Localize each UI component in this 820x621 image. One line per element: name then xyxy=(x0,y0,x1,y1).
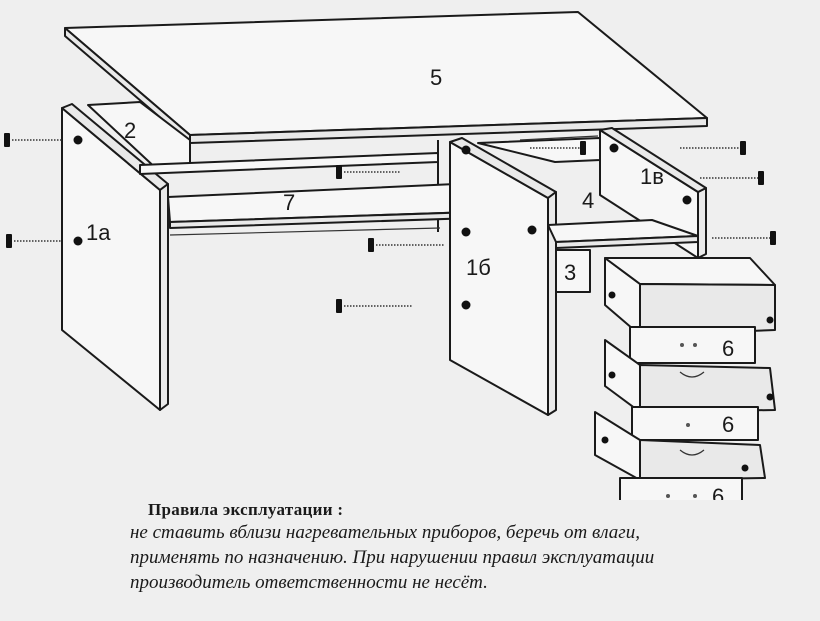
label-side-middle: 1б xyxy=(466,255,491,280)
hole-marker xyxy=(601,436,609,444)
hole-marker xyxy=(461,300,471,310)
screw-icon xyxy=(700,171,764,185)
hole-marker xyxy=(73,236,83,246)
rail-panel xyxy=(555,249,591,293)
hole-marker xyxy=(527,225,537,235)
shelf-rail xyxy=(169,227,441,236)
rules-line-2: применять по назначению. При нарушении п… xyxy=(130,547,655,568)
hole-marker xyxy=(608,371,616,379)
hole-marker xyxy=(461,227,471,237)
drawer-1-front xyxy=(629,326,756,364)
hole-marker xyxy=(666,494,670,498)
label-side-right: 1в xyxy=(640,164,664,189)
label-drawer-front-2: 6 xyxy=(722,412,734,437)
rules-title: Правила эксплуатации : xyxy=(148,500,810,520)
hole-marker xyxy=(73,135,83,145)
right-side-top-edge xyxy=(599,127,707,193)
right-side-front-edge xyxy=(697,187,707,259)
drawer-shelf-edge xyxy=(555,235,699,249)
screw-icon xyxy=(4,133,62,147)
hole-marker xyxy=(680,343,684,347)
screw-icon xyxy=(680,141,746,155)
hole-marker xyxy=(766,393,774,401)
screw-icon xyxy=(712,231,776,245)
drawer-3-bottom xyxy=(639,439,766,481)
drawer-2-bottom xyxy=(639,364,776,413)
hole-marker xyxy=(608,291,616,299)
label-drawer-shelf: 4 xyxy=(582,188,594,213)
back-panel xyxy=(87,101,191,173)
screw-icon xyxy=(6,234,62,248)
label-side-left: 1а xyxy=(86,220,111,245)
hole-marker xyxy=(686,423,690,427)
label-drawer-front-3: 6 xyxy=(712,484,724,500)
hole-marker xyxy=(741,464,749,472)
hole-marker xyxy=(693,343,697,347)
screw-icon xyxy=(336,299,412,313)
hole-marker xyxy=(766,316,774,324)
rules-line-1: не ставить вблизи нагревательных приборо… xyxy=(130,522,640,543)
handle-arc xyxy=(679,371,705,378)
hole-marker xyxy=(609,143,619,153)
label-shelf: 7 xyxy=(283,190,295,215)
label-rail: 3 xyxy=(564,260,576,285)
drawer-2-front xyxy=(631,406,759,441)
rules-line-3: производитель ответственности не несёт. xyxy=(130,572,488,593)
rules-title-suffix: : xyxy=(332,500,344,519)
operating-rules: Правила эксплуатации : не ставить вблизи… xyxy=(130,500,810,595)
label-back-panel: 2 xyxy=(124,118,136,143)
label-top: 5 xyxy=(430,65,442,90)
drawer-1-bottom xyxy=(639,283,776,336)
handle-arc xyxy=(679,449,705,456)
screw-icon xyxy=(368,238,444,252)
left-side-front-edge xyxy=(159,183,169,411)
hole-marker xyxy=(461,145,471,155)
furniture-exploded-view: 5 2 7 1а 1б 1в 4 3 6 6 6 xyxy=(4,11,776,500)
hole-marker xyxy=(682,195,692,205)
frame-line xyxy=(519,135,599,141)
hole-marker xyxy=(693,494,697,498)
screw-icon xyxy=(530,141,586,155)
screw-icon xyxy=(336,165,400,179)
rules-title-text: Правила эксплуатации xyxy=(148,500,333,519)
drawer-3-front xyxy=(619,477,743,500)
label-drawer-front-1: 6 xyxy=(722,336,734,361)
middle-side-front-edge xyxy=(547,191,557,416)
